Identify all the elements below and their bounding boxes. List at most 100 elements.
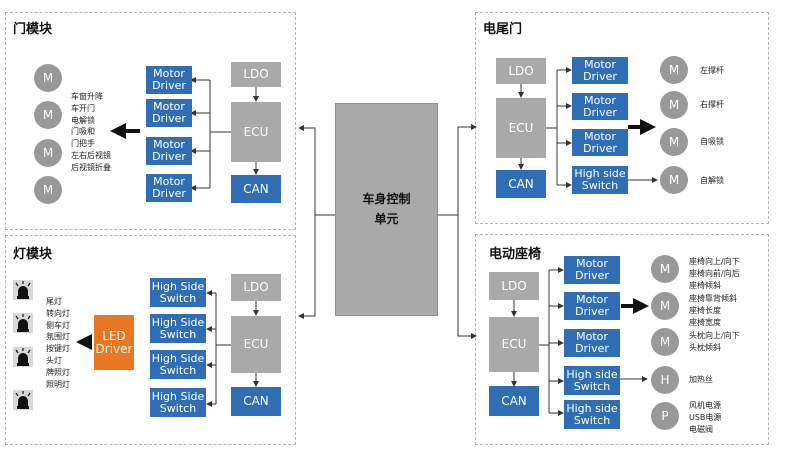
driver-line2: Driver [152, 79, 186, 92]
driver-line2: Driver [152, 112, 186, 125]
driver-line2: Driver [583, 105, 617, 119]
driver-line1: Motor [576, 330, 608, 344]
driver-line1: Motor [584, 129, 616, 143]
tailgate-label-4: 自解锁 [700, 176, 724, 185]
power-icon: P [651, 402, 679, 430]
switch-line1: High side [574, 167, 626, 181]
tailgate-ecu: ECU [496, 98, 546, 158]
lamp-icon [13, 313, 33, 333]
motor-icon: M [660, 166, 688, 194]
light-ldo: LDO [231, 274, 281, 301]
lamp-icon [13, 280, 33, 300]
tailgate-can: CAN [496, 170, 546, 198]
seat-label-2: 座椅靠背倾斜 座椅长度 座椅宽度 [689, 294, 737, 327]
motor-icon: M [660, 91, 688, 119]
switch-line2: Switch [573, 413, 611, 427]
lamp-icon [13, 390, 33, 410]
tailgate-title: 电尾门 [483, 22, 523, 37]
motor-icon: M [651, 328, 679, 356]
tailgate-label-1: 左撑杆 [700, 66, 724, 75]
driver-line2: Driver [152, 187, 186, 200]
driver-line2: Driver [575, 269, 609, 282]
driver-line1: Motor [576, 257, 608, 271]
led-driver-line1: LED [102, 328, 126, 343]
switch-line1: High Side [151, 389, 205, 403]
light-ecu: ECU [231, 316, 281, 373]
switch-line2: Switch [159, 291, 197, 305]
motor-icon: M [660, 56, 688, 84]
lamp-icon [13, 347, 33, 367]
switch-line1: High Side [151, 315, 205, 329]
door-ecu: ECU [231, 102, 281, 162]
light-module-title: 灯模块 [13, 247, 53, 262]
light-function-labels: 尾灯 转向灯 侧车灯 氛围灯 按键灯 头灯 牌照灯 照明灯 [46, 297, 70, 389]
motor-icon: M [651, 255, 679, 283]
tailgate-label-2: 右撑杆 [700, 100, 724, 109]
driver-line1: Motor [584, 57, 616, 71]
driver-line1: Motor [153, 138, 185, 152]
motor-icon: M [34, 139, 62, 167]
switch-line1: High Side [151, 279, 205, 293]
switch-line2: Switch [159, 401, 197, 415]
seat-label-5: 风机电源 USB电源 电磁阀 [689, 401, 722, 434]
driver-line1: Motor [584, 93, 616, 107]
led-driver-line2: Driver [95, 341, 133, 356]
door-can: CAN [231, 175, 281, 203]
seat-label-4: 加热丝 [689, 375, 713, 384]
motor-icon: M [34, 64, 62, 92]
seat-ldo: LDO [489, 272, 539, 300]
switch-line1: High Side [151, 351, 205, 365]
driver-line1: Motor [153, 67, 185, 81]
central-line2: 单元 [374, 211, 399, 226]
seat-can: CAN [489, 386, 539, 416]
driver-line2: Driver [583, 69, 617, 83]
motor-icon: M [651, 292, 679, 320]
door-function-labels: 车窗升降 车开门 电解锁 门吸和 门把手 左右后视镜 后视镜折叠 [71, 92, 111, 172]
motor-icon: M [34, 176, 62, 204]
switch-line2: Switch [159, 327, 197, 341]
heater-icon: H [651, 366, 679, 394]
seat-ecu: ECU [489, 317, 539, 372]
tailgate-ldo: LDO [496, 58, 546, 84]
driver-line1: Motor [153, 175, 185, 189]
door-ldo: LDO [231, 62, 281, 87]
seat-label-1: 座椅向上/向下 座椅向前/向后 座椅倾斜 [689, 257, 740, 290]
door-module-title: 门模块 [13, 22, 53, 37]
driver-line1: Motor [153, 100, 185, 114]
switch-line2: Switch [159, 363, 197, 377]
motor-icon: M [660, 128, 688, 156]
switch-line2: Switch [573, 379, 611, 393]
driver-line2: Driver [575, 305, 609, 318]
motor-icon: M [34, 101, 62, 129]
central-line1: 车身控制 [362, 192, 411, 207]
switch-line2: Switch [581, 179, 619, 192]
driver-line2: Driver [583, 141, 617, 155]
tailgate-label-3: 自吸锁 [700, 137, 724, 146]
driver-line1: Motor [576, 293, 608, 307]
driver-line2: Driver [575, 342, 609, 355]
body-control-unit: 车身控制单元 [335, 103, 438, 316]
switch-line1: High side [566, 401, 618, 415]
driver-line2: Driver [152, 150, 186, 163]
light-can: CAN [231, 387, 281, 416]
seat-label-3: 头枕向上/向下 头枕倾斜 [689, 331, 740, 352]
seat-title: 电动座椅 [489, 247, 542, 262]
